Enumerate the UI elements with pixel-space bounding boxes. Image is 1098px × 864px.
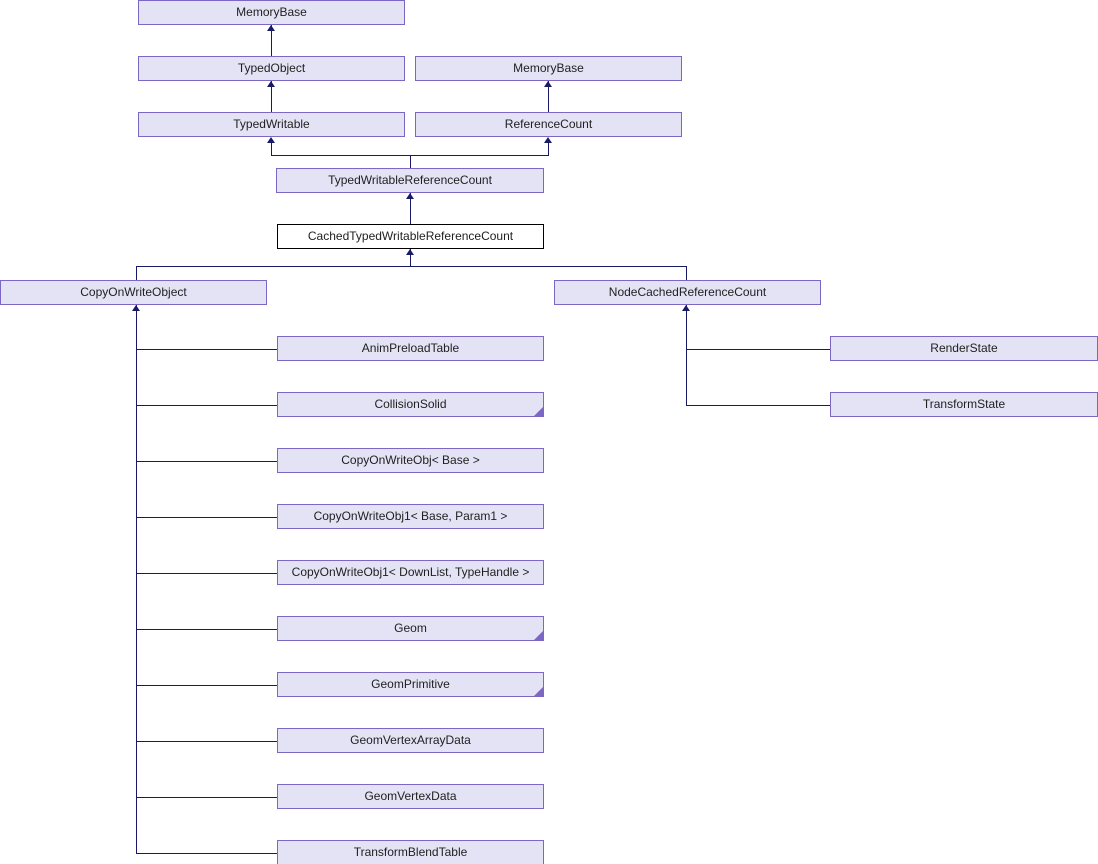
edge-split-crossbar	[136, 266, 687, 267]
class-box-collisionsolid[interactable]: CollisionSolid	[277, 392, 544, 417]
class-box-typedwritable[interactable]: TypedWritable	[138, 112, 405, 137]
edge-twrc-riser-left	[271, 143, 272, 155]
edge-typedwritable-to-typedobject	[271, 81, 272, 112]
class-box-nodecachedreferencecount[interactable]: NodeCachedReferenceCount	[554, 280, 821, 305]
edge-bus-branch-geomvertexdata	[136, 797, 277, 798]
edge-twrc-stem	[410, 155, 411, 168]
arrowhead-referencecount-to-memorybase	[544, 81, 552, 87]
edge-bus-branch-renderstate	[686, 349, 830, 350]
class-box-transformstate[interactable]: TransformState	[830, 392, 1098, 417]
edge-bus-branch-copyonwriteobj-base	[136, 461, 277, 462]
edge-bus-branch-geom	[136, 629, 277, 630]
class-box-geomprimitive[interactable]: GeomPrimitive	[277, 672, 544, 697]
class-box-cachedtypedwritablereferencecount[interactable]: CachedTypedWritableReferenceCount	[277, 224, 544, 249]
class-box-geomvertexarraydata[interactable]: GeomVertexArrayData	[277, 728, 544, 753]
class-box-memorybase-right[interactable]: MemoryBase	[415, 56, 682, 81]
arrowhead-twrc-to-typedwritable	[267, 137, 275, 143]
edge-bus-branch-collisionsolid	[136, 405, 277, 406]
edge-referencecount-to-memorybase	[548, 81, 549, 112]
edge-bus-branch-geomvertexarraydata	[136, 741, 277, 742]
class-box-copyonwriteobj1-base-param1[interactable]: CopyOnWriteObj1< Base, Param1 >	[277, 504, 544, 529]
edge-bus-branch-copyonwriteobj1-downlist	[136, 573, 277, 574]
class-box-geom[interactable]: Geom	[277, 616, 544, 641]
arrowhead-typedobject-to-memorybase	[267, 25, 275, 31]
class-box-geomvertexdata[interactable]: GeomVertexData	[277, 784, 544, 809]
edge-nodecachedreferencecount-bus	[686, 305, 687, 405]
class-box-memorybase-top[interactable]: MemoryBase	[138, 0, 405, 25]
edge-ctwrc-to-twrc	[410, 193, 411, 224]
class-box-transformblendtable[interactable]: TransformBlendTable	[277, 840, 544, 864]
class-box-typedobject[interactable]: TypedObject	[138, 56, 405, 81]
class-box-copyonwriteobj-base[interactable]: CopyOnWriteObj< Base >	[277, 448, 544, 473]
edge-bus-branch-transformstate	[686, 405, 830, 406]
arrowhead-ctwrc-to-twrc	[406, 193, 414, 199]
edge-copyonwriteobject-bus	[136, 305, 137, 853]
arrowhead-split-to-ctwrc	[406, 249, 414, 255]
class-box-animpreloadtable[interactable]: AnimPreloadTable	[277, 336, 544, 361]
edge-bus-branch-animpreloadtable	[136, 349, 277, 350]
class-box-copyonwriteobject[interactable]: CopyOnWriteObject	[0, 280, 267, 305]
class-box-renderstate[interactable]: RenderState	[830, 336, 1098, 361]
edge-twrc-riser-right	[548, 143, 549, 155]
edge-split-riser-nodecachedreferencecount	[686, 266, 687, 280]
arrowhead-twrc-to-referencecount	[544, 137, 552, 143]
edge-bus-branch-geomprimitive	[136, 685, 277, 686]
class-box-referencecount[interactable]: ReferenceCount	[415, 112, 682, 137]
edge-typedobject-to-memorybase	[271, 25, 272, 56]
class-box-typedwritablereferencecount[interactable]: TypedWritableReferenceCount	[276, 168, 544, 193]
edge-bus-branch-copyonwriteobj1-base-param1	[136, 517, 277, 518]
class-box-copyonwriteobj1-downlist-typehandle[interactable]: CopyOnWriteObj1< DownList, TypeHandle >	[277, 560, 544, 585]
arrowhead-typedwritable-to-typedobject	[267, 81, 275, 87]
edge-split-riser-copyonwriteobject	[136, 266, 137, 280]
edge-ctwrc-stem-down	[410, 249, 411, 266]
edge-bus-branch-transformblendtable	[136, 853, 277, 854]
